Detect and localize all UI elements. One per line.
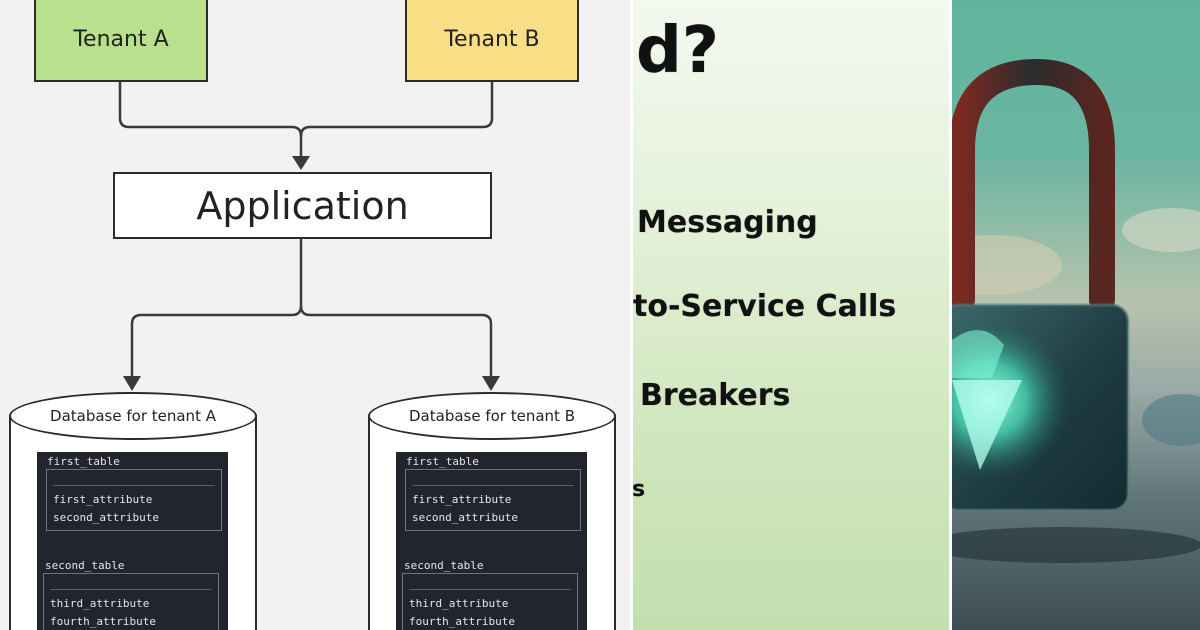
slide-item: s (633, 477, 646, 502)
table-name: first_table (47, 455, 120, 468)
application-box: Application (113, 172, 492, 239)
table-attribute: third_attribute (50, 597, 150, 610)
table-box: third_attribute fourth_attribute (43, 573, 219, 630)
database-tenant-a: Database for tenant A first_table first_… (9, 392, 257, 630)
database-tenant-b: Database for tenant B first_table first_… (368, 392, 616, 630)
table-divider (409, 589, 571, 590)
table-divider (53, 485, 215, 486)
tenant-a-box: Tenant A (34, 0, 208, 82)
connector-app-to-db-b (299, 305, 493, 378)
padlock-photo (952, 0, 1200, 630)
database-cylinder-top: Database for tenant B (368, 392, 616, 440)
panel-divider (949, 0, 952, 630)
schema-panel: first_table first_attribute second_attri… (37, 452, 228, 630)
slide-title: d? (636, 14, 719, 88)
table-attribute: fourth_attribute (50, 615, 156, 628)
table-attribute: first_attribute (53, 493, 153, 506)
slide-item: Messaging (637, 205, 818, 240)
arrow-to-db-a (123, 376, 141, 391)
panel-divider (630, 0, 633, 630)
table-attribute: second_attribute (53, 511, 159, 524)
table-attribute: second_attribute (412, 511, 518, 524)
table-attribute: fourth_attribute (409, 615, 515, 628)
multi-tenant-diagram: Tenant A Tenant B Application Database f… (0, 0, 630, 630)
database-label: Database for tenant B (409, 407, 575, 425)
tenant-b-box: Tenant B (405, 0, 579, 82)
slide-item: Breakers (640, 378, 791, 413)
connector-app-to-db-a (130, 239, 303, 378)
table-attribute: first_attribute (412, 493, 512, 506)
table-attribute: third_attribute (409, 597, 509, 610)
application-label: Application (196, 183, 409, 228)
connector-tenant-a-to-app (118, 82, 303, 162)
padlock-icon (952, 58, 1200, 563)
slide-fragment: d? Messaging to-Service Calls Breakers s (633, 0, 949, 630)
tenant-b-label: Tenant B (444, 26, 540, 52)
tenant-a-label: Tenant A (73, 26, 169, 52)
arrow-to-db-b (482, 376, 500, 391)
table-divider (412, 485, 574, 486)
table-name: second_table (404, 559, 484, 572)
table-name: first_table (406, 455, 479, 468)
schema-panel: first_table first_attribute second_attri… (396, 452, 587, 630)
table-box: third_attribute fourth_attribute (402, 573, 578, 630)
database-label: Database for tenant A (50, 407, 216, 425)
table-divider (50, 589, 212, 590)
table-box: first_attribute second_attribute (46, 469, 222, 531)
database-cylinder-top: Database for tenant A (9, 392, 257, 440)
diagram-connectors (118, 82, 500, 391)
slide-item: to-Service Calls (633, 289, 897, 324)
arrow-to-application (292, 156, 310, 170)
table-box: first_attribute second_attribute (405, 469, 581, 531)
connector-tenant-b-to-app (299, 82, 494, 137)
table-name: second_table (45, 559, 125, 572)
